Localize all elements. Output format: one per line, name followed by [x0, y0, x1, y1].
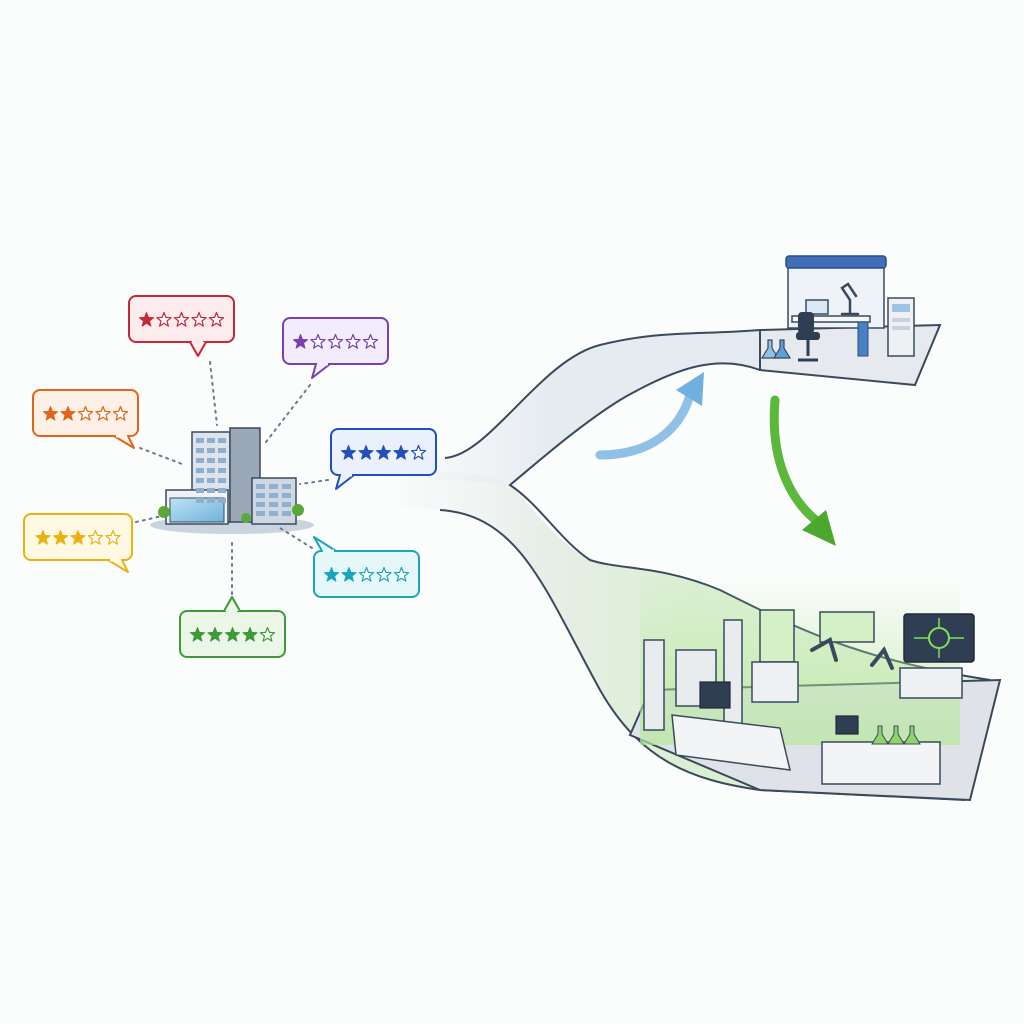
connector-blue: [299, 479, 329, 485]
rating-bubble-green: [179, 596, 286, 658]
star-empty-icon: [173, 311, 190, 327]
star-empty-icon: [95, 405, 111, 421]
star-empty-icon: [191, 311, 207, 327]
star-filled-icon: [292, 334, 309, 349]
star-filled-icon: [375, 445, 392, 460]
rating-bubble-orange: [32, 389, 139, 449]
star-empty-icon: [327, 333, 344, 349]
star-empty-icon: [259, 626, 276, 642]
rating-bubble-teal: [313, 536, 420, 598]
star-filled-icon: [323, 567, 340, 582]
star-filled-icon: [242, 627, 258, 642]
star-filled-icon: [52, 530, 69, 545]
rating-bubble-yellow: [23, 513, 133, 573]
star-filled-icon: [207, 627, 223, 642]
small-lab-icon: [759, 255, 942, 387]
star-filled-icon: [60, 406, 76, 421]
rating-bubbles: [23, 295, 437, 658]
star-empty-icon: [310, 333, 326, 349]
star-empty-icon: [105, 529, 121, 545]
curved-down-arrow-icon: [769, 395, 836, 546]
rating-bubble-blue: [330, 428, 437, 490]
star-filled-icon: [393, 445, 409, 460]
flow-outline-top: [444, 329, 761, 459]
connector-orange: [139, 447, 183, 465]
office-building-icon: [150, 427, 314, 534]
star-filled-icon: [138, 312, 155, 327]
star-filled-icon: [358, 445, 374, 460]
rating-bubble-purple: [282, 317, 389, 379]
star-filled-icon: [340, 445, 357, 460]
star-empty-icon: [87, 529, 104, 545]
star-empty-icon: [345, 333, 361, 349]
star-filled-icon: [42, 406, 59, 421]
connector-teal: [279, 527, 313, 549]
star-empty-icon: [208, 311, 225, 327]
star-empty-icon: [362, 333, 379, 349]
star-empty-icon: [112, 405, 129, 421]
curved-up-arrow-icon: [595, 372, 704, 460]
large-lab-icon: [628, 575, 1002, 802]
rating-bubble-red: [128, 295, 235, 357]
star-empty-icon: [410, 444, 427, 460]
star-empty-icon: [393, 566, 410, 582]
star-filled-icon: [224, 627, 241, 642]
star-filled-icon: [35, 530, 51, 545]
rating-connectors: [135, 361, 329, 595]
star-empty-icon: [77, 405, 94, 421]
star-empty-icon: [156, 311, 172, 327]
star-filled-icon: [341, 567, 357, 582]
star-filled-icon: [70, 530, 86, 545]
star-empty-icon: [376, 566, 392, 582]
connector-red: [209, 361, 218, 426]
connector-yellow: [135, 515, 163, 523]
connector-purple: [265, 384, 311, 443]
star-empty-icon: [358, 566, 375, 582]
flow-outline-bottom: [439, 509, 966, 801]
star-filled-icon: [189, 627, 206, 642]
